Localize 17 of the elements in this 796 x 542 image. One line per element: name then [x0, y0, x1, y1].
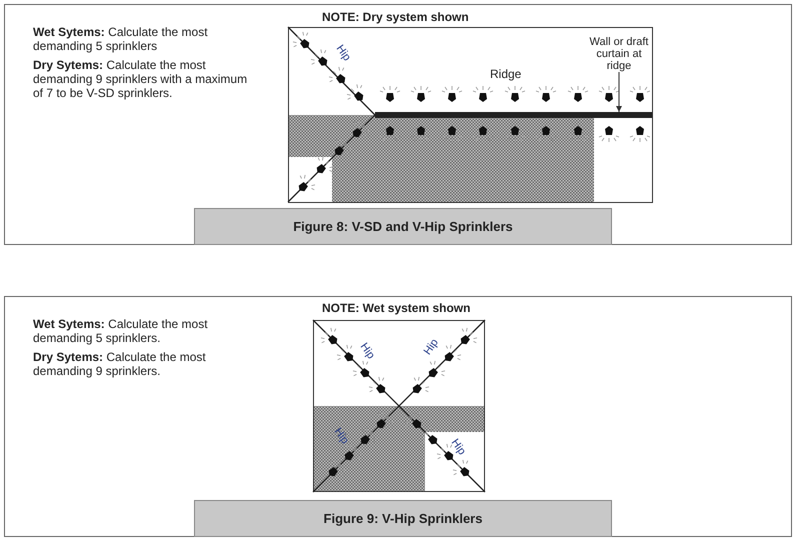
instruction-text: Wet Sytems: Calculate the most demanding 5 sprinklers. [33, 317, 209, 345]
figure-caption: Figure 9: V-Hip Sprinklers [194, 500, 612, 537]
hip-label: Hip [332, 426, 351, 446]
ridge-wall-bar [375, 112, 652, 118]
instruction-text: Dry Sytems: Calculate the most demanding 9 sprinklers with a maximum of 7 to be V-SD sprinklers. [33, 58, 248, 100]
callout-text: Wall or draft curtain at ridge [588, 36, 650, 72]
instruction-text: Wet Sytems: Calculate the most demanding 5 sprinklers [33, 25, 209, 53]
leader-line [616, 72, 622, 112]
instruction-text: Dry Sytems: Calculate the most demanding 9 sprinklers. [33, 350, 207, 378]
figure-caption: Figure 8: V-SD and V-Hip Sprinklers [194, 208, 612, 245]
hip-label: Hip [422, 336, 441, 358]
hip-label: Hip [448, 436, 468, 458]
hip-label: Hip [334, 42, 353, 64]
ridge-label: Ridge [490, 67, 522, 81]
note-text: NOTE: Dry system shown [322, 10, 469, 24]
note-text: NOTE: Wet system shown [322, 301, 470, 315]
hip-label: Hip [358, 340, 377, 362]
